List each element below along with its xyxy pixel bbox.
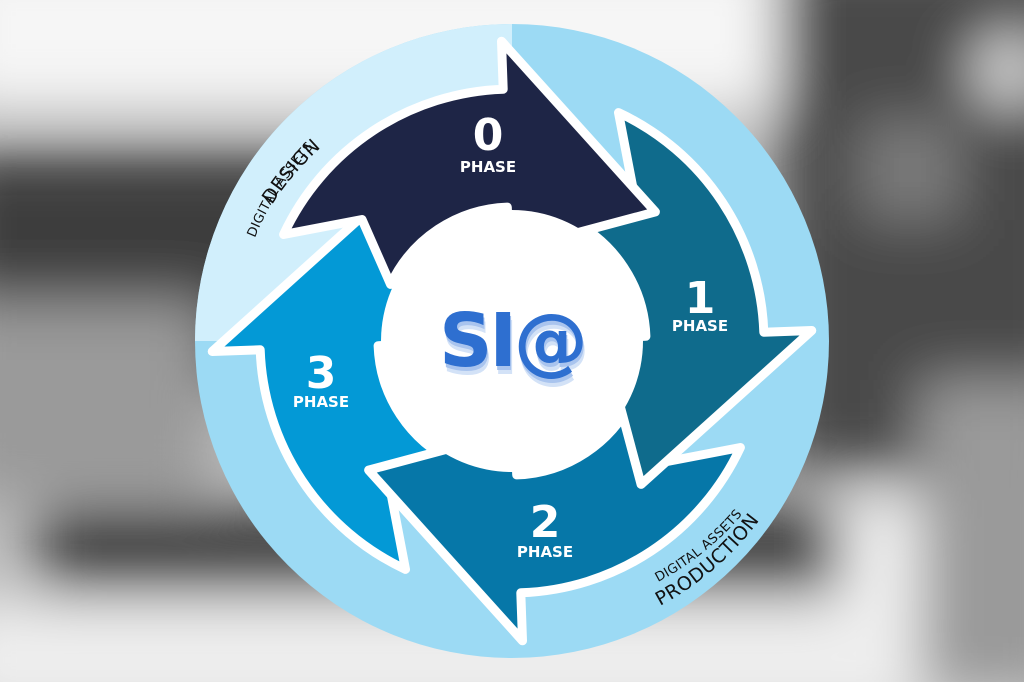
phase-0-label: 0 PHASE <box>460 110 516 176</box>
phase-0-text: PHASE <box>460 158 516 176</box>
phase-3-text: PHASE <box>293 393 349 411</box>
svg-text:SI@: SI@ <box>441 306 587 392</box>
phase-0-number: 0 <box>473 110 504 161</box>
svg-text:SI@: SI@ <box>440 302 586 388</box>
phase-2-label: 2 PHASE <box>517 497 573 561</box>
logo-text: SI@ <box>439 298 585 384</box>
center-circle <box>381 210 643 472</box>
phase-1-number: 1 <box>685 273 716 324</box>
center-logo: SI@ SI@ SI@ <box>439 298 590 392</box>
phase-3-label: 3 PHASE <box>293 348 349 411</box>
phase-2-number: 2 <box>530 497 561 548</box>
phase-1-text: PHASE <box>672 317 728 335</box>
phase-2-text: PHASE <box>517 543 573 561</box>
phase-3-number: 3 <box>306 348 337 399</box>
phase-1-label: 1 PHASE <box>672 273 728 335</box>
